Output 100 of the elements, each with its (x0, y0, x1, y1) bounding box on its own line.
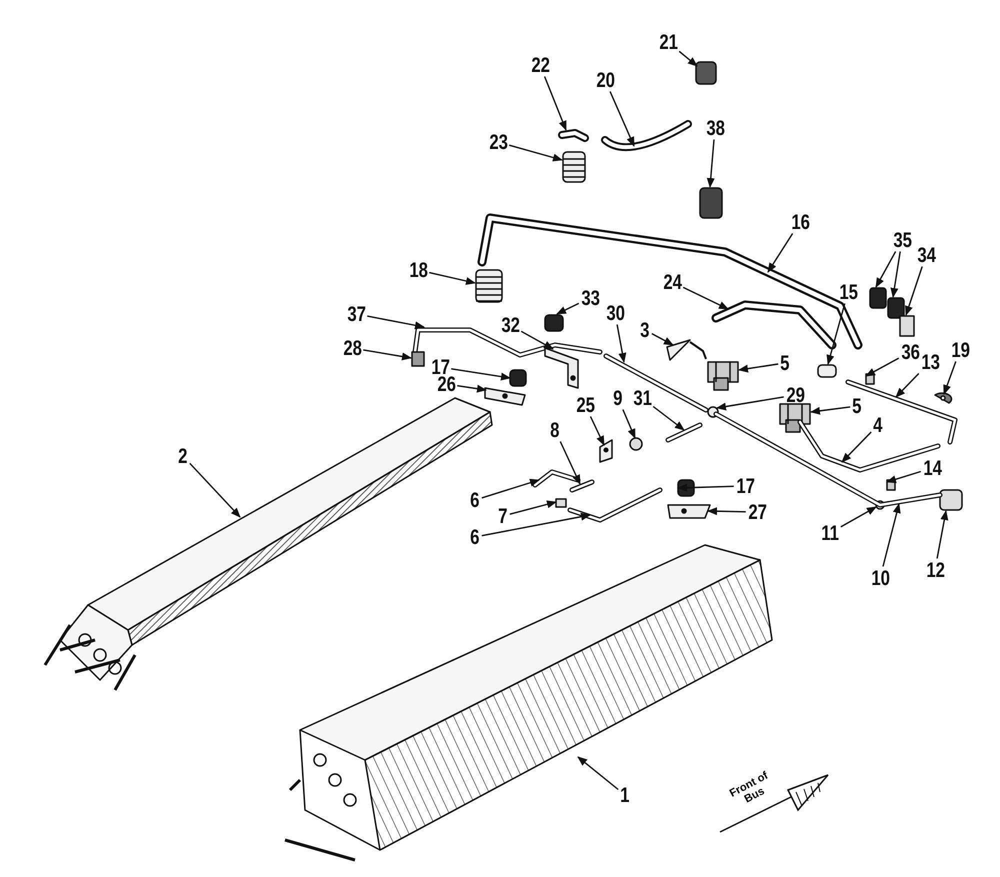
callout-number: 9 (613, 388, 623, 408)
coil-drawing (44, 397, 493, 692)
callout-number: 38 (706, 118, 725, 138)
leader-line (510, 500, 557, 515)
callout-number: 16 (790, 212, 810, 232)
leader-line (936, 510, 948, 559)
callout-number: 25 (576, 394, 595, 416)
valve (779, 403, 811, 433)
plate (899, 315, 915, 337)
bracket (484, 387, 526, 406)
callout-number: 28 (342, 338, 362, 358)
bracket (544, 347, 579, 389)
leader-line (482, 478, 540, 499)
leader-line (677, 484, 734, 492)
leader-line (716, 396, 784, 410)
callout-number: 31 (632, 388, 652, 408)
callout-number: 15 (838, 282, 858, 302)
callout-number: 12 (926, 560, 945, 580)
bracket (667, 504, 711, 519)
callout-number: 37 (346, 304, 366, 324)
clamp (509, 369, 527, 387)
leader-line (451, 368, 511, 381)
leader-line (886, 470, 921, 484)
clamp (887, 297, 905, 319)
fitting (629, 437, 643, 451)
threaded-fitting (562, 151, 586, 183)
leader-line (189, 462, 241, 518)
leader-line (482, 512, 591, 536)
leader-line (678, 50, 698, 67)
leader-line (840, 506, 877, 528)
pipe (846, 380, 958, 444)
leader-line (652, 406, 685, 431)
pipe (604, 354, 708, 412)
tee-fitting (555, 498, 567, 508)
leader-line (738, 363, 778, 373)
pipe (532, 470, 580, 488)
callout-number: 6 (470, 490, 480, 510)
leader-line (429, 272, 476, 285)
hose (601, 120, 692, 152)
callout-number: 4 (873, 414, 883, 436)
callout-number: 8 (550, 420, 560, 440)
callout-number: 21 (658, 32, 678, 52)
callout-number: 11 (821, 522, 839, 544)
clamp (869, 287, 887, 309)
clamp (699, 187, 723, 219)
callout-number: 30 (606, 302, 625, 324)
pipe (568, 488, 662, 522)
callout-number: 35 (892, 230, 912, 250)
threaded-fitting (939, 489, 963, 511)
callout-number: 17 (736, 476, 755, 496)
callout-number: 32 (500, 314, 520, 336)
callout-number: 3 (640, 320, 650, 340)
callout-number: 34 (916, 244, 936, 266)
leader-line (706, 139, 715, 188)
leader-line (457, 384, 487, 393)
fitting (707, 406, 719, 418)
leader-line (895, 373, 920, 398)
pipe (666, 422, 702, 442)
callout-number: 18 (408, 260, 428, 280)
callout-number: 36 (900, 342, 920, 362)
leader-line (367, 315, 425, 330)
leader-line (826, 303, 846, 365)
leader-line (577, 756, 619, 790)
callout-number: 5 (852, 396, 862, 416)
leader-line (651, 332, 674, 346)
leader-line (875, 251, 896, 288)
callout-number: 7 (498, 506, 508, 526)
leader-line (520, 330, 554, 350)
callout-number: 24 (662, 272, 682, 292)
leader-line (363, 349, 412, 360)
leader-line (609, 91, 635, 147)
callout-number: 19 (950, 340, 970, 360)
leader-line (560, 441, 581, 485)
callout-number: 13 (920, 352, 940, 372)
leader-line (767, 233, 794, 273)
leader-line (707, 507, 746, 516)
leader-line (882, 503, 901, 567)
sensing-bulb (666, 339, 707, 361)
callout-number: 23 (488, 132, 508, 152)
leader-line (841, 432, 872, 463)
tee-fitting (817, 364, 837, 378)
callout-number: 27 (748, 502, 767, 522)
callout-number: 14 (922, 458, 942, 478)
callout-number: 33 (580, 288, 600, 308)
callout-number: 5 (780, 352, 790, 374)
leader-line (890, 251, 901, 298)
callout-number: 2 (178, 446, 188, 466)
threaded-fitting (695, 61, 717, 85)
callout-number: 10 (870, 568, 890, 588)
callout-number: 22 (530, 54, 550, 76)
leader-line (590, 416, 605, 446)
threaded-fitting (411, 351, 425, 367)
bracket (599, 439, 613, 463)
callout-number: 20 (596, 70, 615, 90)
leader-line (622, 409, 636, 439)
hose-elbow (558, 129, 589, 142)
leader-line (943, 361, 956, 395)
leader-line (682, 286, 729, 310)
leader-line (616, 324, 626, 363)
callout-number: 29 (786, 384, 805, 406)
